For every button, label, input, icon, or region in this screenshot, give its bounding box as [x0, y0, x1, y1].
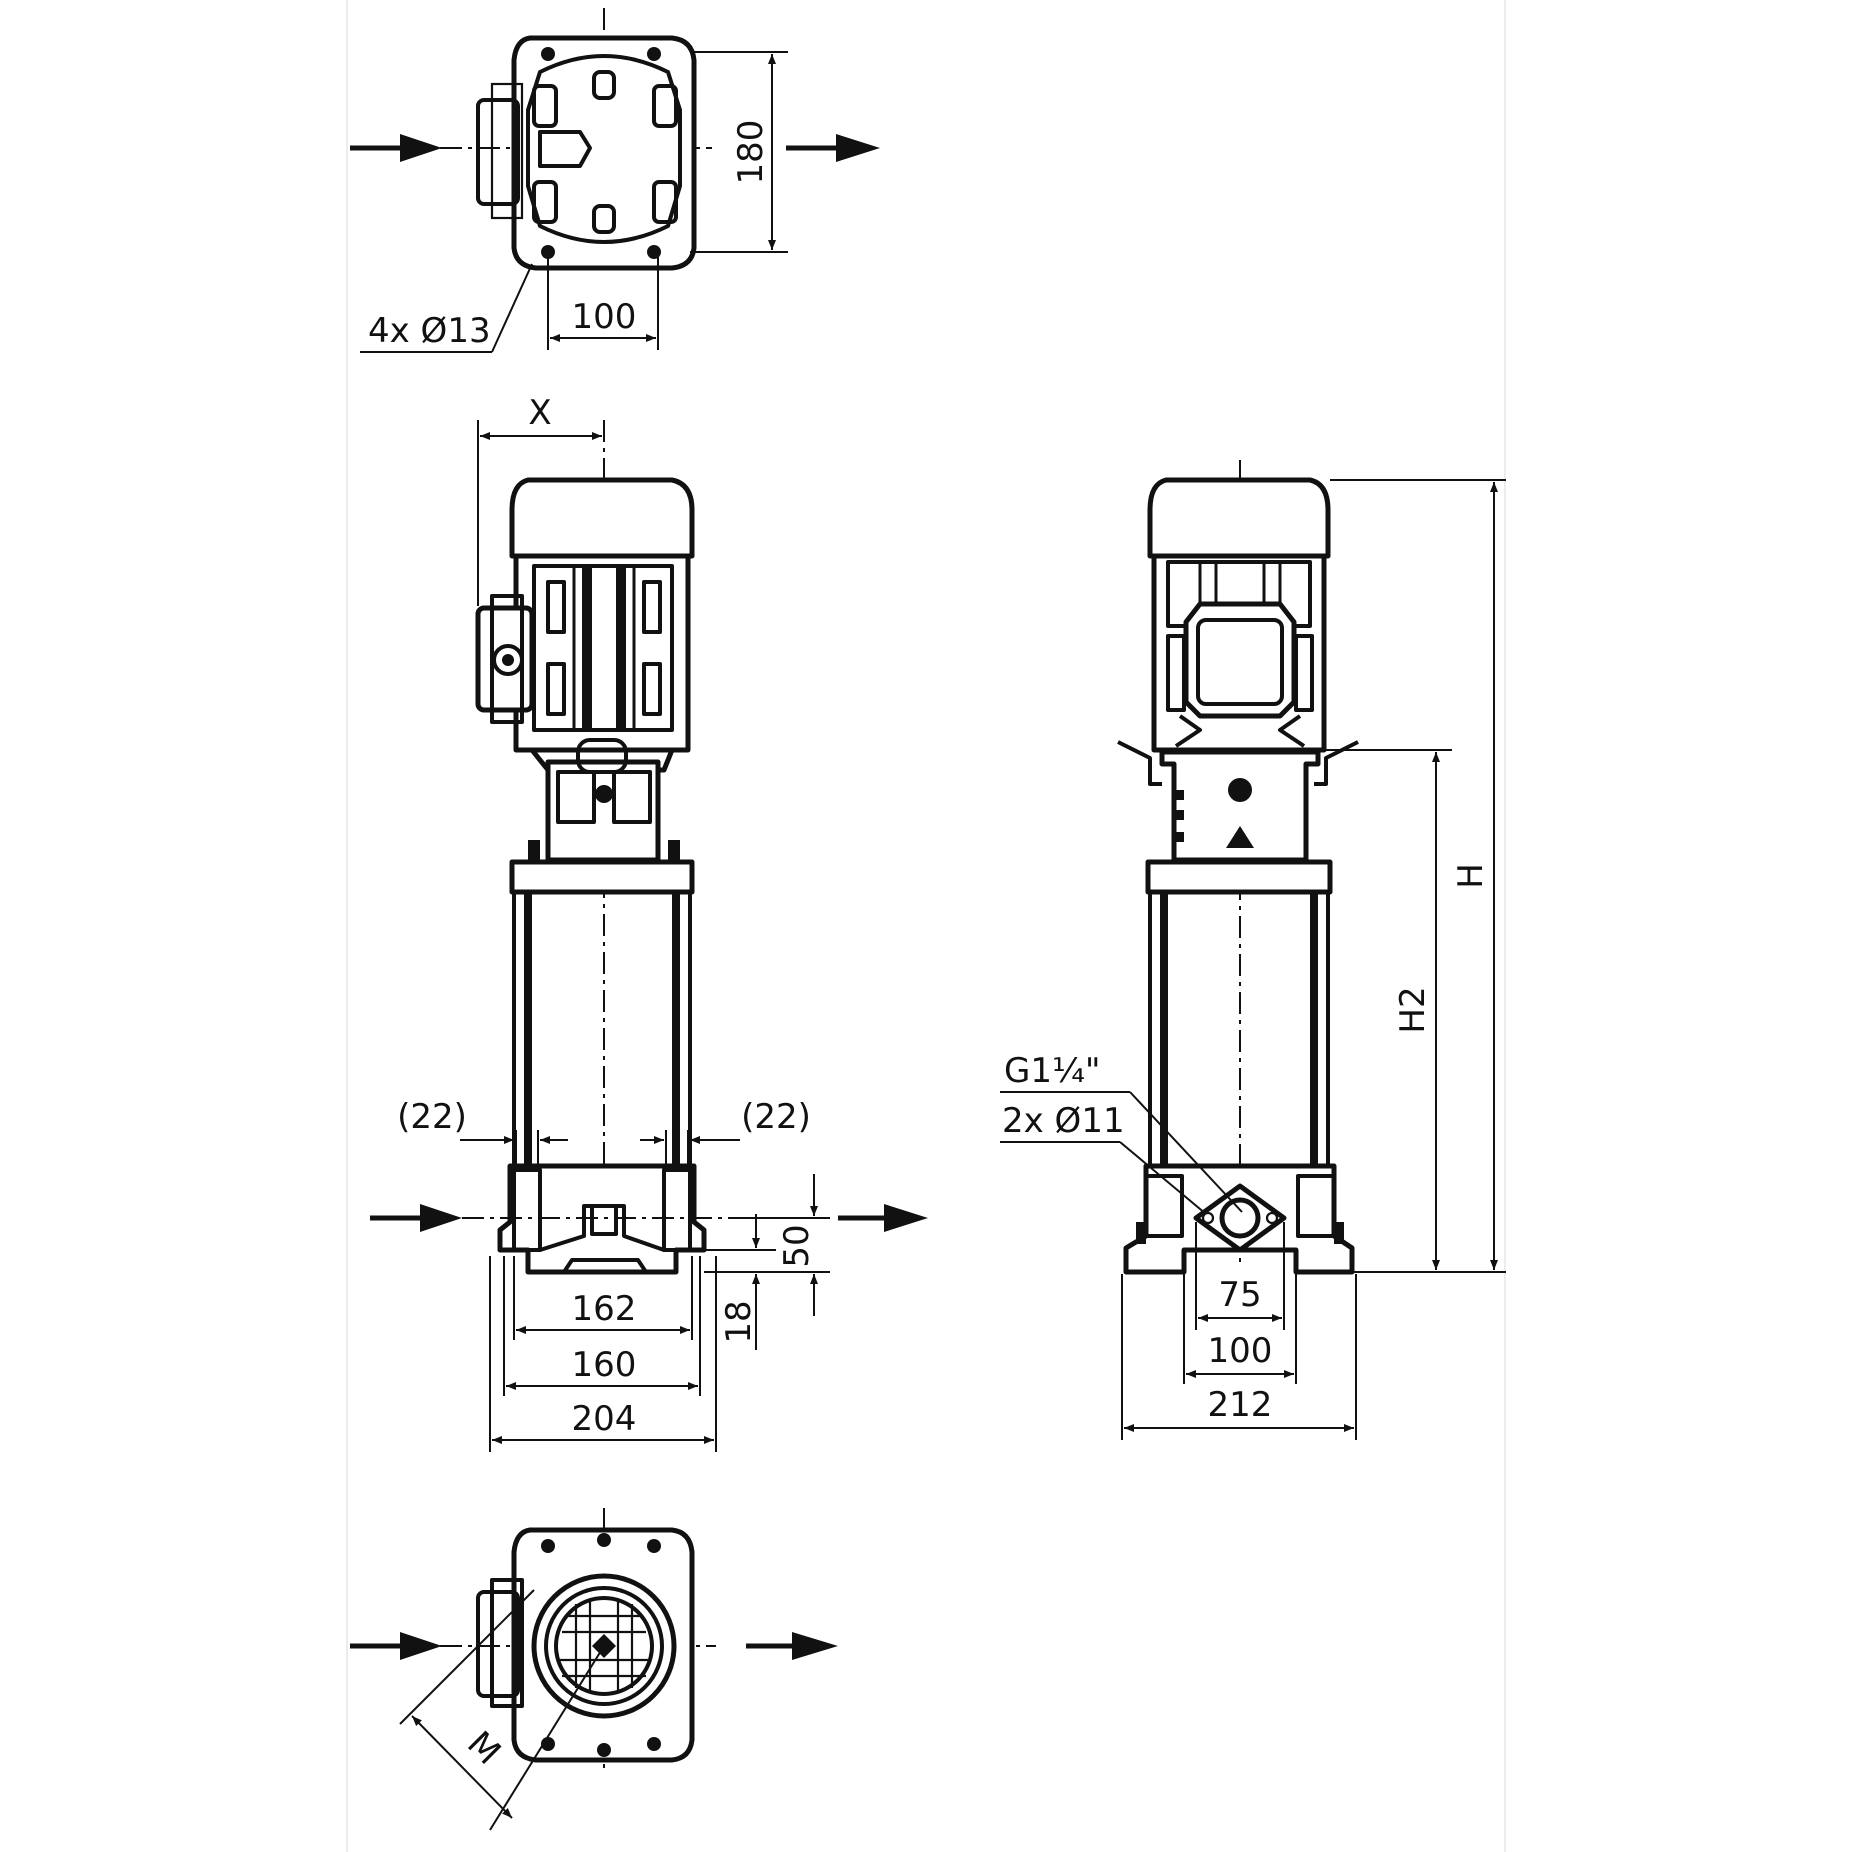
dim-h-label: H	[1451, 863, 1491, 889]
dim-x-label: X	[528, 393, 551, 433]
dim-75-label: 75	[1218, 1275, 1261, 1315]
thread-g114-label: G1¼"	[1004, 1051, 1101, 1091]
dim-h2-label: H2	[1393, 986, 1433, 1033]
clearance-left-label: (22)	[397, 1097, 467, 1137]
front-view: X (22) (22) 50 18 162 160 2	[370, 393, 928, 1452]
dim-18-label: 18	[719, 1300, 759, 1343]
dim-50-label: 50	[777, 1224, 817, 1267]
dim-162-label: 162	[572, 1289, 637, 1329]
dim-100-side-label: 100	[1208, 1331, 1273, 1371]
dim-160-label: 160	[572, 1345, 637, 1385]
dim-180-label: 180	[731, 120, 771, 185]
dim-204-label: 204	[572, 1399, 637, 1439]
dim-m-label: M	[459, 1724, 508, 1773]
bottom-view: M	[350, 1508, 838, 1831]
holes-4x13-label: 4x Ø13	[368, 311, 491, 351]
clearance-right-label: (22)	[741, 1097, 811, 1137]
side-view: H H2 G1¼" 2x Ø11 75 100 212	[1000, 460, 1506, 1440]
dim-212-label: 212	[1208, 1385, 1273, 1425]
top-view: 180 100 4x Ø13	[350, 8, 880, 353]
holes-2x11-label: 2x Ø11	[1002, 1101, 1125, 1141]
dim-100-top-label: 100	[572, 297, 637, 337]
